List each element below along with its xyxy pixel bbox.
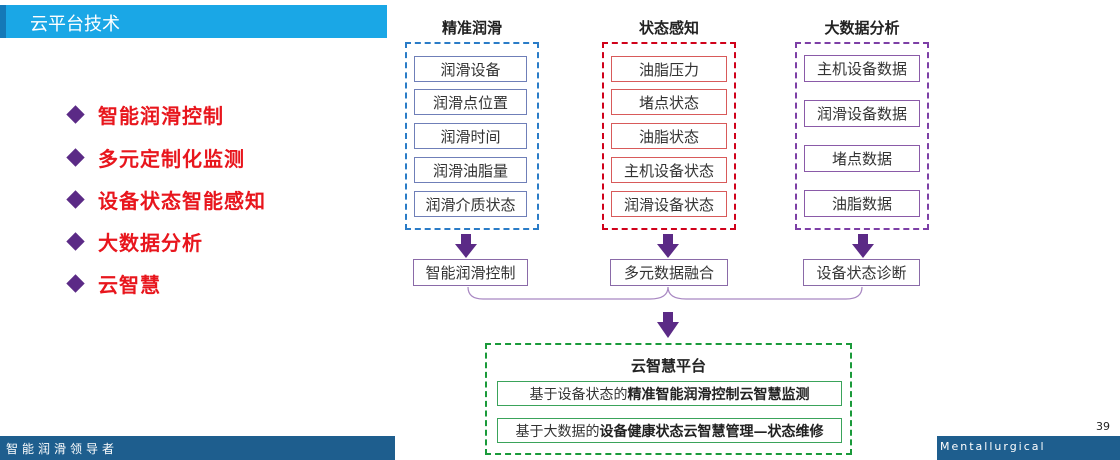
platform-item-prefix: 基于设备状态的: [529, 386, 628, 403]
bullet-item: 设备状态智能感知: [66, 184, 266, 214]
column-header: 精准润滑: [441, 19, 502, 37]
column-item: 润滑点位置: [414, 89, 527, 115]
platform-item-prefix: 基于大数据的: [515, 423, 600, 440]
column-item: 润滑设备状态: [611, 191, 727, 217]
column-item: 主机设备数据: [804, 55, 920, 82]
column-item: 油脂压力: [611, 56, 727, 82]
page-title: 云平台技术: [30, 14, 120, 35]
bullet-item: 智能润滑控制: [66, 99, 224, 129]
column-result: 设备状态诊断: [803, 259, 920, 286]
bullet-item: 大数据分析: [66, 226, 203, 256]
column-group-box: [405, 42, 539, 230]
platform-item: 基于设备状态的精准智能润滑控制云智慧监测: [497, 381, 842, 406]
footer-slogan: 智能润滑领导者: [6, 442, 119, 456]
bullet-text: 多元定制化监测: [98, 146, 245, 171]
arrow-down-icon: [657, 312, 679, 338]
column-result: 多元数据融合: [610, 259, 728, 286]
bullet-text: 大数据分析: [98, 230, 203, 255]
bullet-item: 云智慧: [66, 268, 161, 298]
merge-connector: [467, 286, 863, 300]
footer-brand: Mentallurgical: [940, 440, 1046, 453]
column-item: 润滑介质状态: [414, 191, 527, 217]
platform-item-bold: 精准智能润滑控制云智慧监测: [627, 386, 810, 403]
bullet-text: 云智慧: [98, 272, 161, 297]
column-item: 润滑设备数据: [804, 100, 920, 127]
column-item: 主机设备状态: [611, 157, 727, 183]
footer-bar: [0, 436, 395, 460]
column-item: 油脂状态: [611, 123, 727, 149]
platform-box: [485, 343, 852, 455]
bullet-text: 智能润滑控制: [98, 103, 224, 128]
title-bar: [0, 5, 387, 38]
column-item: 堵点状态: [611, 89, 727, 115]
column-group-box: [795, 42, 929, 230]
column-item: 润滑油脂量: [414, 157, 527, 183]
platform-item-bold: 设备健康状态云智慧管理—状态维修: [599, 423, 824, 440]
title-accent: [0, 5, 6, 38]
arrow-down-icon: [852, 234, 874, 258]
column-item: 润滑设备: [414, 56, 527, 82]
arrow-down-icon: [455, 234, 477, 258]
bullet-text: 设备状态智能感知: [98, 188, 266, 213]
column-item: 堵点数据: [804, 145, 920, 172]
column-header: 状态感知: [638, 19, 699, 37]
column-group-box: [602, 42, 736, 230]
page-number: 39: [1096, 420, 1110, 433]
arrow-down-icon: [657, 234, 679, 258]
column-result: 智能润滑控制: [413, 259, 528, 286]
footer-bar-right: [937, 436, 1120, 460]
column-header: 大数据分析: [824, 19, 900, 37]
bullet-item: 多元定制化监测: [66, 142, 245, 172]
column-item: 润滑时间: [414, 123, 527, 149]
column-item: 油脂数据: [804, 190, 920, 217]
platform-item: 基于大数据的设备健康状态云智慧管理—状态维修: [497, 418, 842, 443]
platform-title: 云智慧平台: [630, 357, 706, 375]
